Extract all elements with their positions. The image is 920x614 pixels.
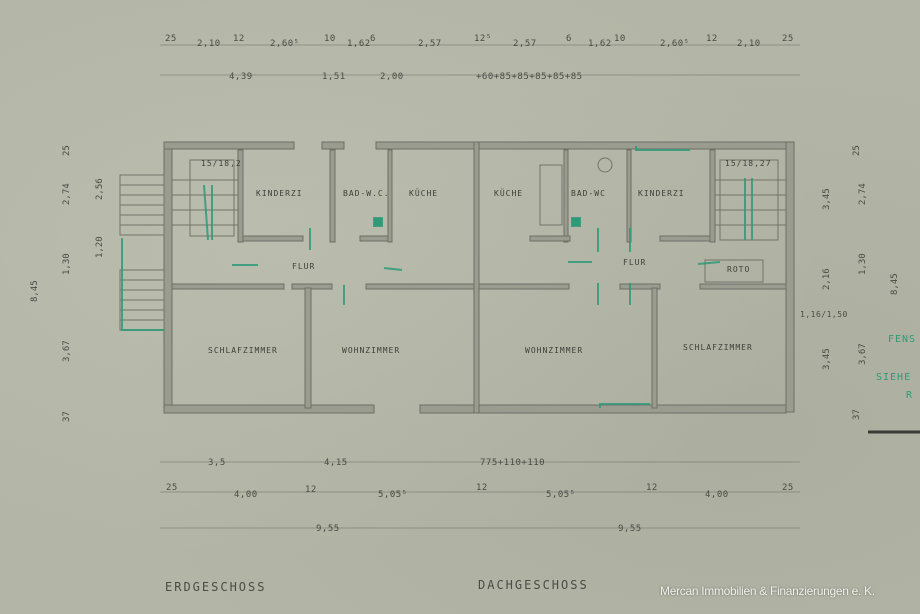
dim-top: 12 [233,34,245,44]
dim-bottom: 775+110+110 [480,458,546,468]
dim-bottom-2: 4,00 [705,490,729,500]
dim-top: 25 [782,34,794,44]
dim-total: 9,55 [618,524,642,534]
dim-right: 1,30 [858,253,868,275]
dim-top: 12⁵ [474,34,492,44]
dim-top-2: 1,51 [322,72,346,82]
dim-top: 2,57 [418,39,442,49]
caption-erdgeschoss: ERDGESCHOSS [165,580,267,594]
dim-left: 25 [62,145,72,156]
room-schlafzimmer-left: SCHLAFZIMMER [208,346,278,355]
note-siehe: SIEHE [876,372,912,383]
dim-right: 2,74 [858,183,868,205]
dim-right: 3,45 [822,348,832,370]
room-kueche-right: KÜCHE [494,189,524,198]
stair-label-right: 15/18,27 [725,159,772,168]
dim-total: 9,55 [316,524,340,534]
watermark: Mercan Immobilien & Finanzierungen e. K. [660,584,875,598]
dim-bottom: 4,15 [324,458,348,468]
dim-top: 1,62 [347,39,371,49]
dim-bottom-2: 4,00 [234,490,258,500]
room-kueche-left: KÜCHE [409,189,439,198]
dim-bottom-2: 12 [305,485,317,495]
dim-bottom-2: 25 [166,483,178,493]
room-bad-wc-right: BAD-WC [571,189,606,198]
dim-top: 12 [706,34,718,44]
dim-top-2: 2,00 [380,72,404,82]
dim-bottom-2: 5,05⁵ [378,490,408,500]
dim-top: 2,10 [197,39,221,49]
room-flur-right: FLUR [623,258,647,267]
dim-left: 2,74 [62,183,72,205]
caption-dachgeschoss: DACHGESCHOSS [478,578,589,592]
dim-top: 25 [165,34,177,44]
dim-top: 1,62 [588,39,612,49]
dim-right: 3,45 [822,188,832,210]
room-bad-wc-left: BAD-W.C. [343,189,390,198]
dim-left: 1,20 [95,236,105,258]
dim-right: 3,67 [858,343,868,365]
room-wohnzimmer-left: WOHNZIMMER [342,346,401,355]
dim-right: 25 [852,145,862,156]
dim-top: 6 [370,34,376,44]
dim-right-small: 1,16/1,50 [800,310,848,319]
room-kinderzimmer-left: KINDERZI [256,189,303,198]
dim-right: 37 [852,409,862,420]
dim-top: 6 [566,34,572,44]
note-fenster: FENS [888,334,917,345]
dim-left-total: 8,45 [30,280,40,302]
dim-top: 2,10 [737,39,761,49]
stair-label-left: 15/18,2 [201,159,242,168]
room-wohnzimmer-right: WOHNZIMMER [525,346,584,355]
dim-right-total: 8,45 [890,273,900,295]
dim-left: 37 [62,411,72,422]
dim-top: 2,57 [513,39,537,49]
dim-top: 10 [324,34,336,44]
dim-top-2: +60+85+85+85+85+85 [476,72,583,82]
dim-left: 1,30 [62,253,72,275]
dim-top: 2,60⁵ [660,39,690,49]
room-kinderzimmer-right: KINDERZI [638,189,685,198]
dim-bottom: 3,5 [208,458,226,468]
dim-top: 2,60⁵ [270,39,300,49]
dim-left: 3,67 [62,340,72,362]
note-r: R [906,390,914,401]
dim-bottom-2: 12 [646,483,658,493]
dim-top: 10 [614,34,626,44]
dim-bottom-2: 25 [782,483,794,493]
room-flur-left: FLUR [292,262,316,271]
room-schlafzimmer-right: SCHLAFZIMMER [683,343,753,352]
dim-top-2: 4,39 [229,72,253,82]
dim-left: 2,56 [95,178,105,200]
dim-right: 2,16 [822,268,832,290]
dim-bottom-2: 12 [476,483,488,493]
room-roto-right: ROTO [727,265,751,274]
dim-bottom-2: 5,05⁵ [546,490,576,500]
